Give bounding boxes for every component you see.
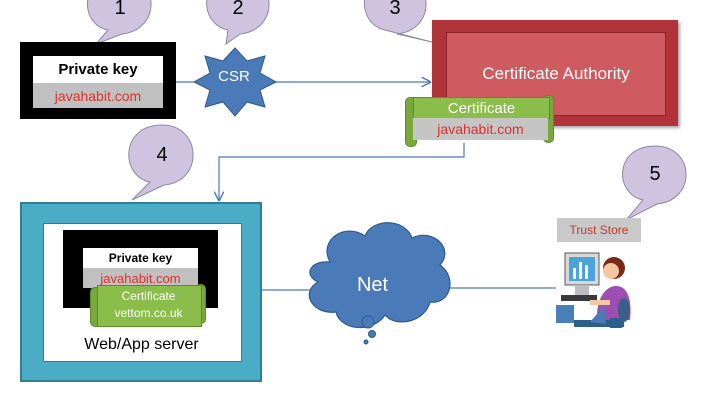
- ca-certificate-title: Certificate: [413, 97, 550, 119]
- bubble-number-4: 4: [156, 143, 168, 166]
- server-private-key-title: Private key: [83, 248, 198, 268]
- bubble-number-1: 1: [114, 0, 126, 19]
- speech-bubble-icon-5: [622, 145, 687, 221]
- server-certificate-title: Certificate: [121, 289, 176, 303]
- speech-bubble-icon-2: [206, 0, 270, 46]
- bubble-number-5: 5: [649, 162, 661, 185]
- server-certificate: [97, 285, 202, 327]
- server-private-key-domain: javahabit.com: [83, 268, 198, 288]
- net-label: Net: [356, 273, 389, 296]
- user-at-computer-icon: [556, 252, 631, 328]
- cloud-icon: [308, 222, 451, 345]
- bubble-number-3: 3: [389, 0, 401, 19]
- server-certificate-domain: vettom.co.uk: [114, 306, 183, 320]
- speech-bubble-icon-3: [363, 0, 433, 43]
- private-key-title: Private key: [33, 56, 163, 83]
- star-burst-icon: [192, 47, 278, 117]
- private-key-domain: javahabit.com: [33, 83, 163, 108]
- ca-certificate-domain: javahabit.com: [413, 118, 548, 140]
- bubble-number-2: 2: [232, 0, 244, 19]
- web-app-server-label: Web/App server: [84, 336, 199, 353]
- trust-store-label: Trust Store: [557, 218, 641, 242]
- arrow-cert-to-server: [219, 143, 465, 200]
- csr-label: CSR: [218, 67, 250, 85]
- speech-bubble-icon-1: [86, 0, 152, 45]
- speech-bubble-icon-4: [128, 124, 194, 201]
